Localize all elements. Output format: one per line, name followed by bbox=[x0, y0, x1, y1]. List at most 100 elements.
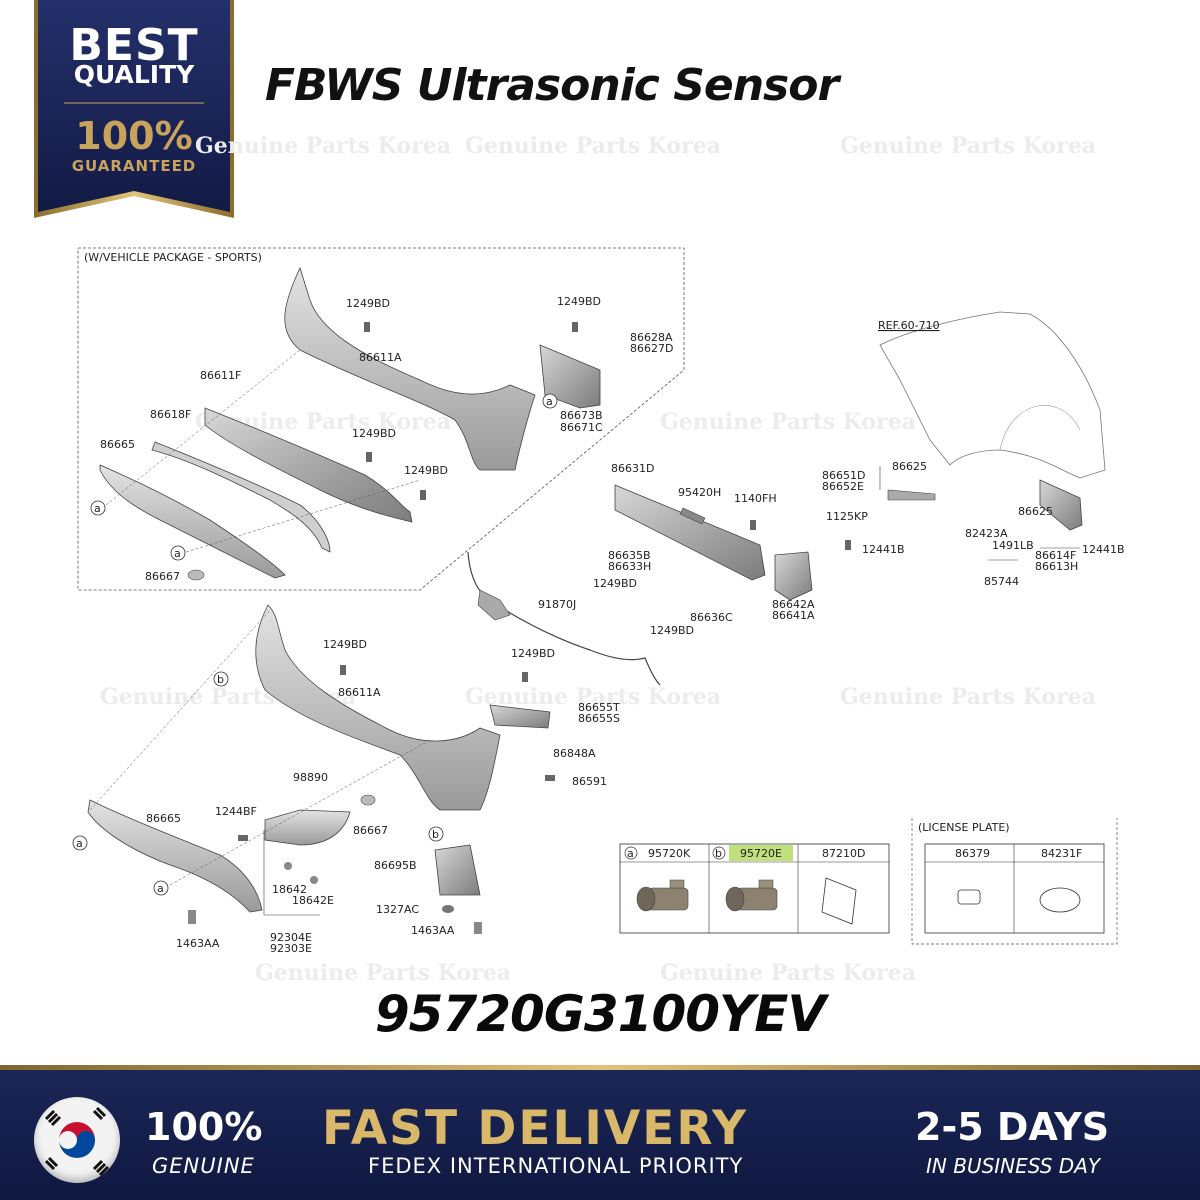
watermark-text: Genuine Parts Korea bbox=[255, 960, 511, 986]
callout-letter: a bbox=[157, 882, 164, 895]
bolt-icon bbox=[420, 490, 426, 500]
sports-box-title: (W/VEHICLE PACKAGE - SPORTS) bbox=[84, 251, 262, 264]
part-label: 95420H bbox=[678, 486, 721, 499]
part-label: 1249BD bbox=[323, 638, 367, 651]
badge-quality-text: QUALITY bbox=[73, 60, 195, 89]
gold-stripe bbox=[0, 1065, 1200, 1070]
delivery-days: 2-5 DAYS bbox=[915, 1105, 1110, 1149]
bolt-icon bbox=[522, 672, 528, 682]
callout-letter: a bbox=[76, 837, 83, 850]
watermark-text: Genuine Parts Korea bbox=[465, 684, 721, 710]
watermark-text: Genuine Parts Korea bbox=[840, 133, 1096, 159]
callout-a bbox=[624, 846, 638, 860]
part-label: 1491LB bbox=[992, 539, 1034, 552]
license-table bbox=[924, 843, 1105, 934]
table-header: 87210D bbox=[822, 847, 865, 860]
lower-grille-strip bbox=[204, 407, 413, 523]
bolt-icon bbox=[474, 922, 482, 934]
fast-delivery-text: FAST DELIVERY bbox=[322, 1101, 749, 1156]
part-label: 1244BF bbox=[215, 805, 257, 818]
part-label: 1463AA bbox=[411, 924, 455, 937]
fedex-text: FEDEX INTERNATIONAL PRIORITY bbox=[368, 1154, 744, 1178]
ultrasonic-sensor-icon bbox=[636, 879, 689, 912]
callout-letter: b bbox=[432, 828, 439, 841]
part-label: 86591 bbox=[572, 775, 607, 788]
best-quality-badge: BEST QUALITY 100% GUARANTEED bbox=[34, 0, 234, 220]
part-number: 95720G3100YEV bbox=[374, 985, 826, 1043]
highlight-95720E bbox=[729, 845, 793, 861]
part-label: 1249BD bbox=[557, 295, 601, 308]
guide-line bbox=[89, 609, 271, 811]
rear-bumper-cover-86611A bbox=[255, 604, 501, 811]
guide-line bbox=[185, 479, 421, 553]
lower-skid-plate-86665 bbox=[87, 799, 263, 913]
part-label: 12441B bbox=[862, 543, 905, 556]
part-label: 86655T bbox=[578, 701, 620, 714]
harness-connector bbox=[477, 589, 511, 621]
part-label: 1125KP bbox=[826, 510, 868, 523]
product-title: FBWS Ultrasonic Sensor bbox=[265, 60, 839, 111]
part-label: 85744 bbox=[984, 575, 1019, 588]
part-label: 86611A bbox=[338, 686, 381, 699]
plug-84231F-icon bbox=[1039, 887, 1081, 913]
bolt-icon bbox=[366, 452, 372, 462]
table-header: 84231F bbox=[1041, 847, 1082, 860]
delivery-days-sub: IN BUSINESS DAY bbox=[926, 1154, 1101, 1178]
clip-icon bbox=[284, 862, 292, 870]
part-label: 86665 bbox=[146, 812, 181, 825]
watermark-text: Genuine Parts Korea bbox=[660, 409, 916, 435]
part-label: 86848A bbox=[553, 747, 596, 760]
callout-letter: a bbox=[546, 395, 553, 408]
korea-flag-icon bbox=[44, 1106, 110, 1177]
part-label: 1249BD bbox=[352, 427, 396, 440]
license-plate-box bbox=[911, 818, 1118, 945]
part-86667-top-icon bbox=[187, 569, 205, 581]
watermark-text: Genuine Parts Korea bbox=[465, 133, 721, 159]
part-label: 86667 bbox=[353, 824, 388, 837]
part-label: 86614F bbox=[1035, 549, 1076, 562]
callout-letter: a bbox=[174, 547, 181, 560]
bumper-bracket-86655T bbox=[489, 704, 551, 729]
part-label: 1249BD bbox=[346, 297, 390, 310]
sports-package-box bbox=[77, 247, 685, 591]
part-label: 86611F bbox=[200, 369, 241, 382]
part-label: 86652E bbox=[822, 480, 864, 493]
beam-bracket-side bbox=[774, 551, 813, 601]
part-label: 86628A bbox=[630, 331, 673, 344]
part-label: 1140FH bbox=[734, 492, 777, 505]
part-label: 86613H bbox=[1035, 560, 1078, 573]
part-label: 86631D bbox=[611, 462, 654, 475]
part-label: 86671C bbox=[560, 421, 603, 434]
center-bracket-86695B bbox=[434, 844, 481, 896]
part-label: 86635B bbox=[608, 549, 651, 562]
bolt-icon bbox=[188, 910, 196, 924]
grommet-86379-icon bbox=[957, 889, 981, 905]
table-header: 95720K bbox=[648, 847, 691, 860]
part-label: 92303E bbox=[270, 942, 312, 955]
body-panel-reference bbox=[879, 311, 1106, 479]
guide-line bbox=[105, 349, 301, 506]
part-label: 1249BD bbox=[593, 577, 637, 590]
part-label: 1249BD bbox=[650, 624, 694, 637]
parts-diagram: (W/VEHICLE PACKAGE - SPORTS) 1249BD 1249… bbox=[72, 247, 1125, 955]
part-label: 18642 bbox=[272, 883, 307, 896]
part-label: 86618F bbox=[150, 408, 191, 421]
side-bracket-top bbox=[539, 344, 601, 409]
part-label: 86651D bbox=[822, 469, 865, 482]
callout-a bbox=[153, 880, 169, 896]
bolt-icon bbox=[340, 665, 346, 675]
callout-b bbox=[213, 671, 229, 687]
part-label: 86641A bbox=[772, 609, 815, 622]
bolt-icon bbox=[238, 835, 248, 841]
part-label: 86665 bbox=[100, 438, 135, 451]
clip-icon bbox=[442, 905, 454, 913]
badge-best-text: BEST bbox=[69, 20, 199, 71]
badge-percent-text: 100% bbox=[75, 114, 193, 158]
genuine-percent: 100% bbox=[145, 1105, 263, 1149]
part-label: 86655S bbox=[578, 712, 620, 725]
part-86667-bottom-icon bbox=[360, 794, 376, 806]
callout-a bbox=[542, 393, 558, 409]
bolt-icon bbox=[750, 520, 756, 530]
part-label: 18642E bbox=[292, 894, 334, 907]
part-label: 86625 bbox=[892, 460, 927, 473]
